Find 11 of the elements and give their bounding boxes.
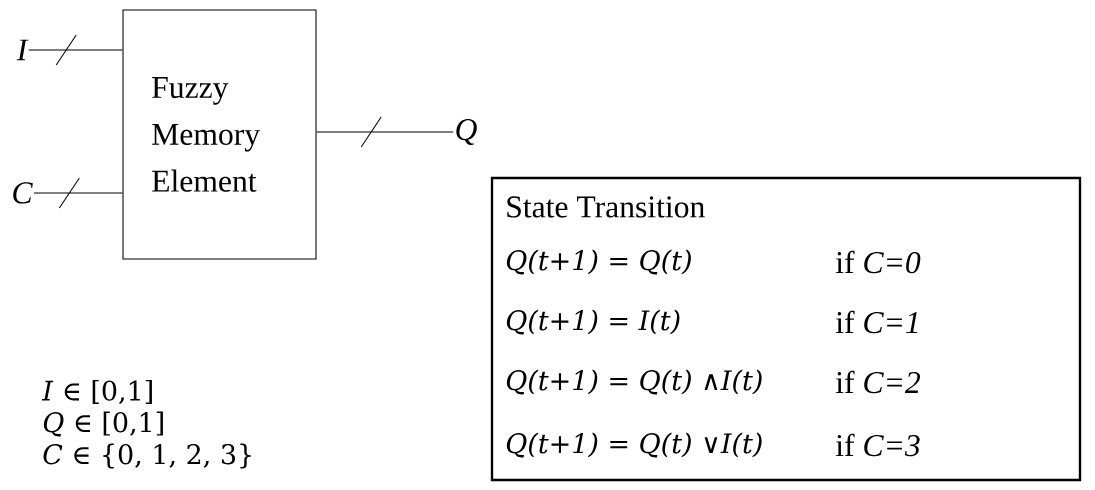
bus-line — [33, 177, 123, 209]
memory-element-box: Fuzzy Memory Element — [122, 9, 317, 260]
signal-name: Q — [456, 118, 477, 146]
state-transition-table: State Transition Q(t+1) = Q(t) if C=0 Q(t+1) = I(t) if C=1 Q(t+1) = Q(t) ∧I(t) if C=2 Q(t+1) = Q(t) ∨I(t) if C=3 — [490, 176, 1082, 482]
bus-line — [316, 116, 454, 148]
set-definition: I ∈ [0,1] — [41, 379, 152, 405]
signal-name: I — [16, 39, 29, 61]
bus-line — [28, 34, 123, 66]
set-definition: C ∈ {0, 1, 2, 3} — [43, 443, 251, 469]
set-definition: Q ∈ [0,1] — [43, 411, 163, 437]
signal-name: C — [13, 182, 33, 204]
